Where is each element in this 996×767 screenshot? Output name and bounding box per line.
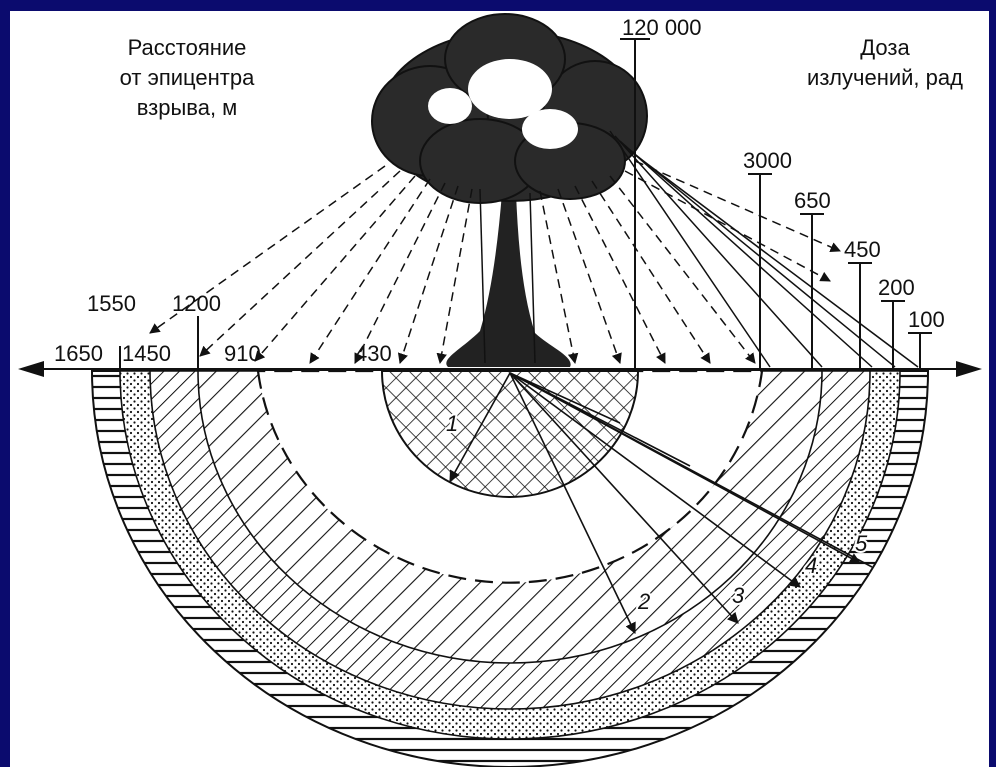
distance-label-910: 910 xyxy=(224,341,261,366)
dose-label-200: 200 xyxy=(878,275,915,300)
dose-label-450: 450 xyxy=(844,237,881,262)
zone-number-5: 5 xyxy=(855,531,868,556)
distance-caption-line-2: от эпицентра xyxy=(72,63,302,93)
dose-caption-line-2: излучений, рад xyxy=(780,63,989,93)
diagram-canvas: Расстояние от эпицентра взрыва, м Доза и… xyxy=(10,11,989,767)
dose-caption: Доза излучений, рад xyxy=(780,33,989,93)
distance-label-1450: 1450 xyxy=(122,341,171,366)
radiation-zones-diagram: 120 000 3000 650 450 200 100 1650 1450 9… xyxy=(10,11,989,767)
dose-label-3000: 3000 xyxy=(743,148,792,173)
ground-arrow-right xyxy=(956,361,982,377)
dose-label-650: 650 xyxy=(794,188,831,213)
ground-arrow-left xyxy=(18,361,44,377)
zone-number-2: 2 xyxy=(637,589,650,614)
dose-caption-line-1: Доза xyxy=(780,33,989,63)
distance-label-1200: 1200 xyxy=(172,291,221,316)
distance-caption-line-3: взрыва, м xyxy=(72,93,302,123)
distance-label-1550: 1550 xyxy=(87,291,136,316)
distance-caption-line-1: Расстояние xyxy=(72,33,302,63)
zone-number-1: 1 xyxy=(446,411,458,436)
distance-label-430: 430 xyxy=(355,341,392,366)
mushroom-stem xyxy=(446,193,570,367)
dose-label-120000: 120 000 xyxy=(622,15,702,40)
zone-number-3: 3 xyxy=(732,583,745,608)
dose-label-100: 100 xyxy=(908,307,945,332)
distance-caption: Расстояние от эпицентра взрыва, м xyxy=(72,33,302,123)
zone-number-4: 4 xyxy=(805,553,817,578)
distance-label-1650: 1650 xyxy=(54,341,103,366)
